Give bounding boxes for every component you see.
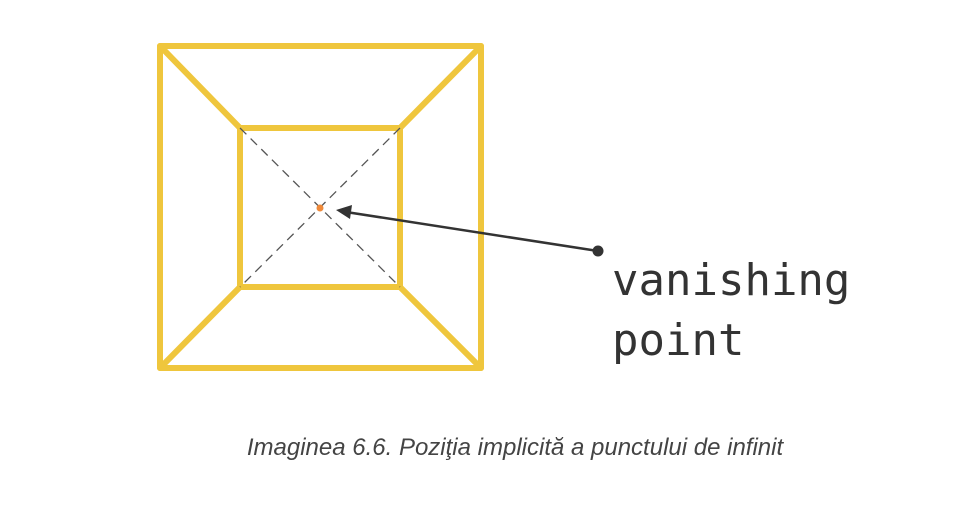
arrow-head — [336, 205, 352, 219]
inner-square — [237, 125, 403, 290]
inner-square-frame — [237, 125, 403, 290]
arrow-line — [345, 210, 599, 253]
arrow-tail-dot — [592, 245, 604, 257]
connector-top-right — [397, 43, 484, 131]
figure-caption: Imaginea 6.6. Poziţia implicită a punctu… — [246, 434, 784, 461]
connector-bottom-left — [157, 284, 243, 371]
outer-square — [157, 43, 484, 371]
corner-connectors — [157, 43, 484, 371]
connector-top-left — [157, 43, 243, 131]
pointer-arrow — [336, 205, 604, 257]
vanishing-point-label-line-2: point — [612, 315, 745, 366]
connector-bottom-right — [397, 284, 484, 371]
vanishing-point-dot — [316, 204, 324, 212]
outer-square-frame — [157, 43, 484, 371]
vanishing-point-label-line-1: vanishing — [612, 255, 851, 306]
